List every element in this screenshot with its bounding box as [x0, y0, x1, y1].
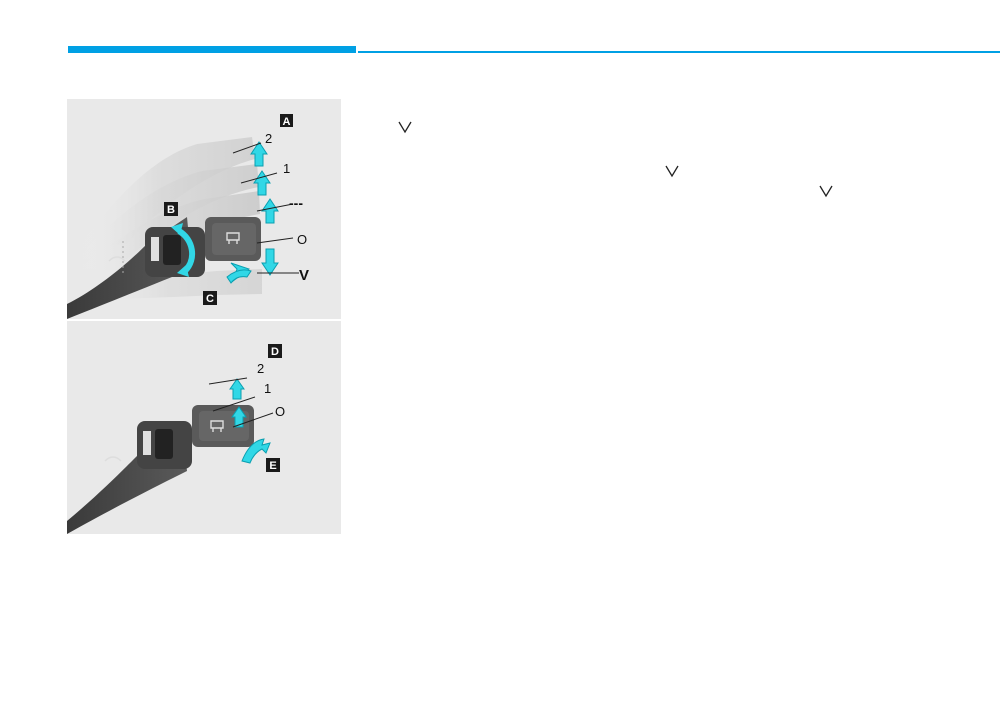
v-mark-icon — [819, 185, 833, 198]
header-accent-bar — [68, 46, 356, 53]
callout-e: E — [269, 460, 276, 472]
figure-separator — [67, 319, 341, 321]
pos-2-label: 2 — [265, 131, 272, 146]
rear-wiper-symbol-icon — [104, 456, 122, 462]
header-rule — [358, 51, 1000, 53]
figure-front-wiper: 2 1 --- O V A B C — [67, 99, 341, 319]
pos-mist-label: V — [299, 267, 309, 284]
pos-off-label: O — [297, 232, 307, 247]
rear-washer-icon — [210, 420, 224, 432]
rotary-arrow-b — [171, 223, 196, 277]
callout-a-box — [280, 114, 293, 127]
callout-d: D — [271, 346, 279, 358]
callout-b-box — [164, 202, 178, 216]
rear-arrows — [229, 378, 271, 464]
callout-c-box — [203, 291, 217, 305]
v-mark-icon — [665, 165, 679, 178]
callout-b: B — [167, 204, 175, 216]
callout-d-box — [268, 344, 282, 358]
front-wiper-illustration: 2 1 --- O V A B C — [67, 114, 309, 319]
pos-dashes-label: --- — [289, 195, 303, 211]
pos-1-label: 1 — [283, 161, 290, 176]
rear-pos-1-label: 1 — [264, 381, 271, 396]
up-arrows — [226, 141, 279, 284]
callout-c: C — [206, 293, 214, 305]
v-mark-icon — [398, 121, 412, 134]
washer-icon — [226, 232, 240, 244]
rear-wiper-illustration: 2 1 O D E — [67, 344, 285, 534]
wiper-symbol-icon — [108, 256, 126, 262]
callout-e-box — [266, 458, 280, 472]
rear-wiper-lever — [67, 405, 254, 534]
callout-a: A — [283, 116, 291, 128]
leader-lines — [232, 142, 299, 274]
figure-rear-wiper: 2 1 O D E — [67, 321, 341, 534]
rear-pos-2-label: 2 — [257, 361, 264, 376]
rear-leader-lines — [208, 377, 274, 428]
rear-pos-off-label: O — [275, 404, 285, 419]
